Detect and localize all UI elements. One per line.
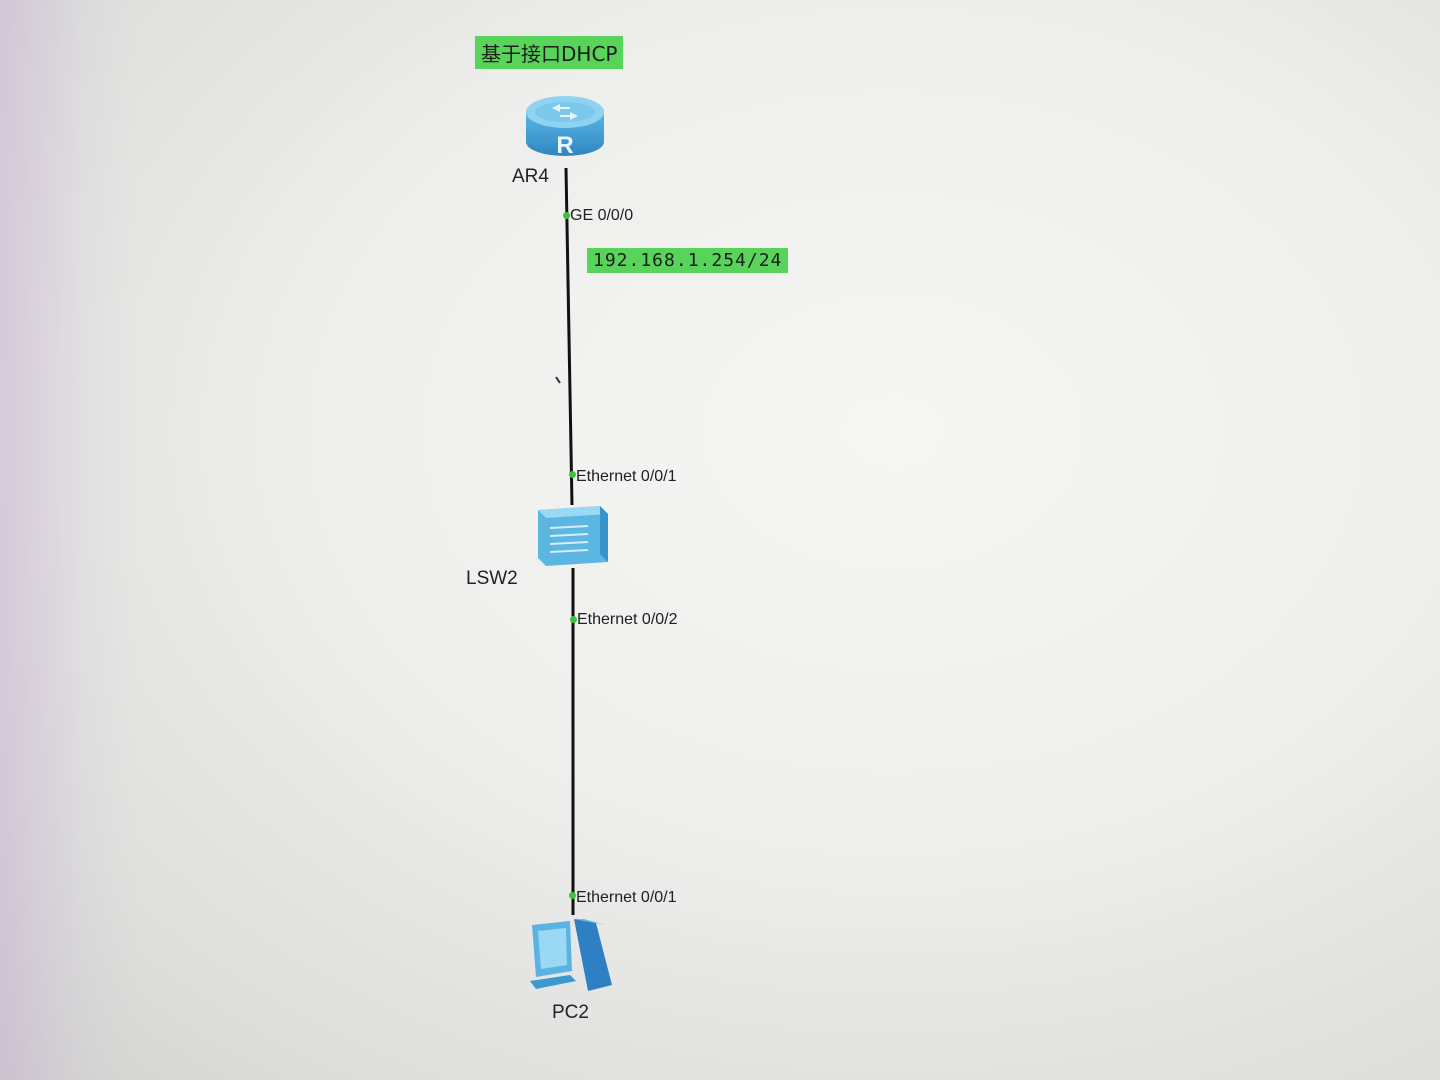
port-dot-pc: [569, 892, 576, 899]
port-label-router-ge: GE 0/0/0: [570, 207, 634, 224]
port-dot-switch-up: [569, 471, 576, 478]
link-ar4-lsw2: [564, 167, 574, 506]
port-label-switch-up: Ethernet 0/0/1: [576, 468, 677, 485]
ip-address-label[interactable]: 192.168.1.254/24: [587, 248, 789, 273]
cursor-mark: [555, 376, 561, 384]
port-dot-switch-down: [570, 616, 577, 623]
svg-text:R: R: [556, 132, 573, 159]
router-icon[interactable]: R: [522, 90, 608, 164]
pc-name: PC2: [552, 1002, 589, 1023]
router-name: AR4: [512, 166, 549, 187]
port-dot-router-ge: [563, 212, 570, 219]
port-label-pc: Ethernet 0/0/1: [576, 889, 677, 906]
diagram-title[interactable]: 基于接口DHCP: [475, 36, 624, 69]
pc-icon[interactable]: [526, 915, 618, 995]
port-label-switch-down: Ethernet 0/0/2: [577, 611, 678, 628]
switch-icon[interactable]: [530, 500, 612, 570]
switch-name: LSW2: [466, 568, 518, 589]
